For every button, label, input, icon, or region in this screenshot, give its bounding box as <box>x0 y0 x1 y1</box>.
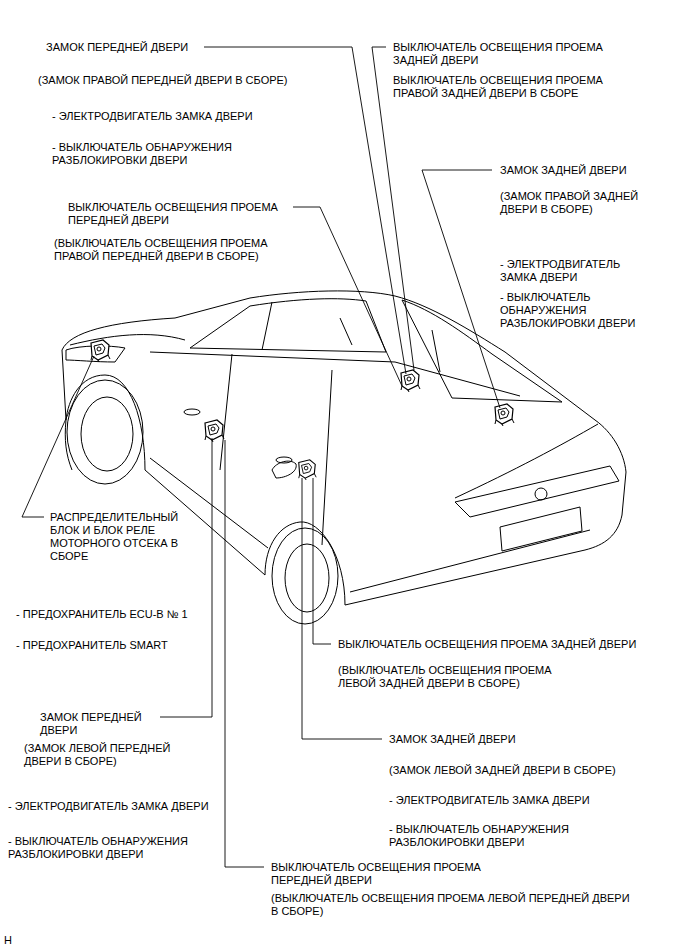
part-label: ЗАМОК ЗАДНЕЙ ДВЕРИ <box>389 733 516 746</box>
part-label: ЗАМОК ПЕРЕДНЕЙ ДВЕРИ <box>40 711 160 737</box>
taillight <box>455 466 619 517</box>
hood-line <box>70 335 185 345</box>
belt-line <box>150 352 520 396</box>
leader-line <box>422 170 500 408</box>
part-label: (ВЫКЛЮЧАТЕЛЬ ОСВЕЩЕНИЯ ПРОЕМА ПРАВОЙ ПЕР… <box>54 237 284 263</box>
parts <box>91 340 514 480</box>
door-lock-symbol <box>401 370 420 392</box>
part-label: - ПРЕДОХРАНИТЕЛЬ ECU-B № 1 <box>16 608 188 621</box>
rear-door-edge <box>322 370 332 545</box>
front-bumper <box>65 420 72 470</box>
part-label: (ЗАМОК ПРАВОЙ ПЕРЕДНЕЙ ДВЕРИ В СБОРЕ) <box>38 74 288 87</box>
part-label: - ЭЛЕКТРОДВИГАТЕЛЬ ЗАМКА ДВЕРИ <box>389 794 590 807</box>
door-lock-symbol <box>205 420 224 442</box>
front-door-edge <box>220 354 232 470</box>
part-label: ВЫКЛЮЧАТЕЛЬ ОСВЕЩЕНИЯ ПРОЕМА ПЕРЕДНЕЙ ДВ… <box>271 861 496 887</box>
rear-bumper <box>350 530 590 592</box>
door-lock-symbol <box>495 404 514 426</box>
front-rim <box>81 397 133 471</box>
rear-rim <box>285 544 329 612</box>
part-label: ВЫКЛЮЧАТЕЛЬ ОСВЕЩЕНИЯ ПРОЕМА ЗАДНЕЙ ДВЕР… <box>338 638 636 651</box>
part-label: - ВЫКЛЮЧАТЕЛЬ ОБНАРУЖЕНИЯ РАЗБЛОКИРОВКИ … <box>500 291 665 330</box>
side-windows <box>190 299 386 352</box>
leader-line <box>313 478 331 644</box>
part-label: (ВЫКЛЮЧАТЕЛЬ ОСВЕЩЕНИЯ ПРОЕМА ЛЕВОЙ ПЕРЕ… <box>271 892 636 918</box>
part-label: H <box>4 934 12 947</box>
part-label: - ВЫКЛЮЧАТЕЛЬ ОБНАРУЖЕНИЯ РАЗБЛОКИРОВКИ … <box>8 835 208 861</box>
b-pillar <box>262 302 272 350</box>
leader-line <box>288 207 402 386</box>
leader-line <box>302 478 382 739</box>
part-label: (ЗАМОК ЛЕВОЙ ПЕРЕДНЕЙ ДВЕРИ В СБОРЕ) <box>24 742 189 768</box>
part-label: ВЫКЛЮЧАТЕЛЬ ОСВЕЩЕНИЯ ПРОЕМА ПРАВОЙ ЗАДН… <box>393 74 618 100</box>
part-label: ВЫКЛЮЧАТЕЛЬ ОСВЕЩЕНИЯ ПРОЕМА ПЕРЕДНЕЙ ДВ… <box>68 201 293 227</box>
rear-door-handle <box>276 457 292 463</box>
part-label: - ЭЛЕКТРОДВИГАТЕЛЬ ЗАМКА ДВЕРИ <box>500 258 650 284</box>
leader-line <box>22 356 94 517</box>
part-label: - ПРЕДОХРАНИТЕЛЬ SMART <box>16 639 168 652</box>
part-label: - ЭЛЕКТРОДВИГАТЕЛЬ ЗАМКА ДВЕРИ <box>8 800 209 813</box>
far-pillar <box>340 318 440 372</box>
part-label: - ВЫКЛЮЧАТЕЛЬ ОБНАРУЖЕНИЯ РАЗБЛОКИРОВКИ … <box>52 141 252 167</box>
front-door-handle <box>184 409 200 415</box>
part-label: - ЭЛЕКТРОДВИГАТЕЛЬ ЗАМКА ДВЕРИ <box>52 110 253 123</box>
car-body <box>62 291 626 624</box>
part-label: ЗАМОК ЗАДНЕЙ ДВЕРИ <box>500 164 627 177</box>
part-label: (ЗАМОК ПРАВОЙ ЗАДНЕЙ ДВЕРИ В СБОРЕ) <box>500 190 665 216</box>
door-lock-symbol <box>299 460 316 480</box>
trunk-line <box>455 424 598 498</box>
part-label: (ЗАМОК ЛЕВОЙ ЗАДНЕЙ ДВЕРИ В СБОРЕ) <box>389 764 616 777</box>
leader-line <box>150 438 212 717</box>
part-label: - ВЫКЛЮЧАТЕЛЬ ОБНАРУЖЕНИЯ РАЗБЛОКИРОВКИ … <box>389 823 589 849</box>
fuel-lid <box>272 461 296 478</box>
emblem <box>535 488 547 500</box>
leader-line <box>225 440 264 867</box>
license-plate <box>500 507 582 551</box>
front-wheel <box>67 380 143 484</box>
relay-block-symbol <box>91 340 110 362</box>
part-label: (ВЫКЛЮЧАТЕЛЬ ОСВЕЩЕНИЯ ПРОЕМА ЛЕВОЙ ЗАДН… <box>338 664 563 690</box>
rear-wheel <box>272 528 338 624</box>
part-label: РАСПРЕДЕЛИТЕЛЬНЫЙ БЛОК И БЛОК РЕЛЕ МОТОР… <box>50 511 182 563</box>
part-label: ВЫКЛЮЧАТЕЛЬ ОСВЕЩЕНИЯ ПРОЕМА ЗАДНЕЙ ДВЕР… <box>393 41 618 67</box>
part-label: ЗАМОК ПЕРЕДНЕЙ ДВЕРИ <box>46 41 188 54</box>
